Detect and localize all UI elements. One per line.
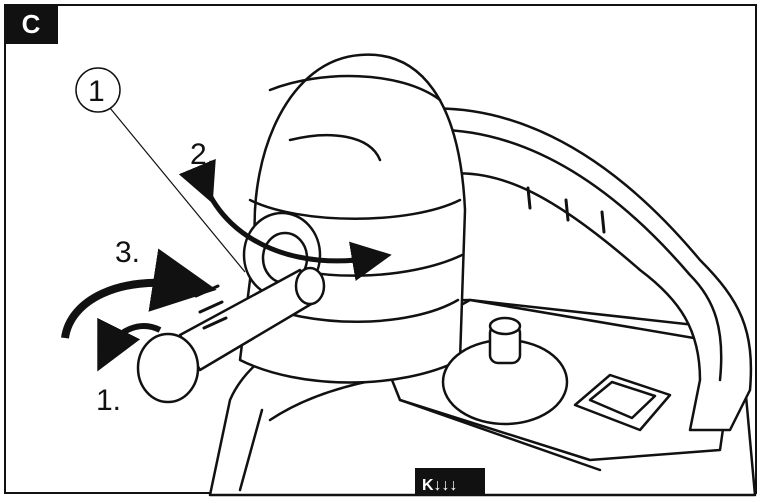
arrow-step-1 — [97, 317, 162, 372]
figure-label-badge: C — [4, 4, 58, 44]
callout-circle — [75, 67, 121, 113]
step-2-label: 2. — [190, 138, 215, 171]
arrow-step-3 — [61, 248, 217, 339]
lever-grip-end — [136, 332, 200, 404]
adjustment-lever — [136, 266, 326, 404]
step-1-label: 1. — [96, 384, 121, 417]
step-3-label: 3. — [115, 236, 140, 269]
brand-plate-text: K↓↓↓ — [422, 477, 458, 494]
callout-number: 1 — [88, 75, 105, 108]
brand-plate — [415, 468, 485, 496]
arrow-step-2 — [178, 158, 392, 282]
